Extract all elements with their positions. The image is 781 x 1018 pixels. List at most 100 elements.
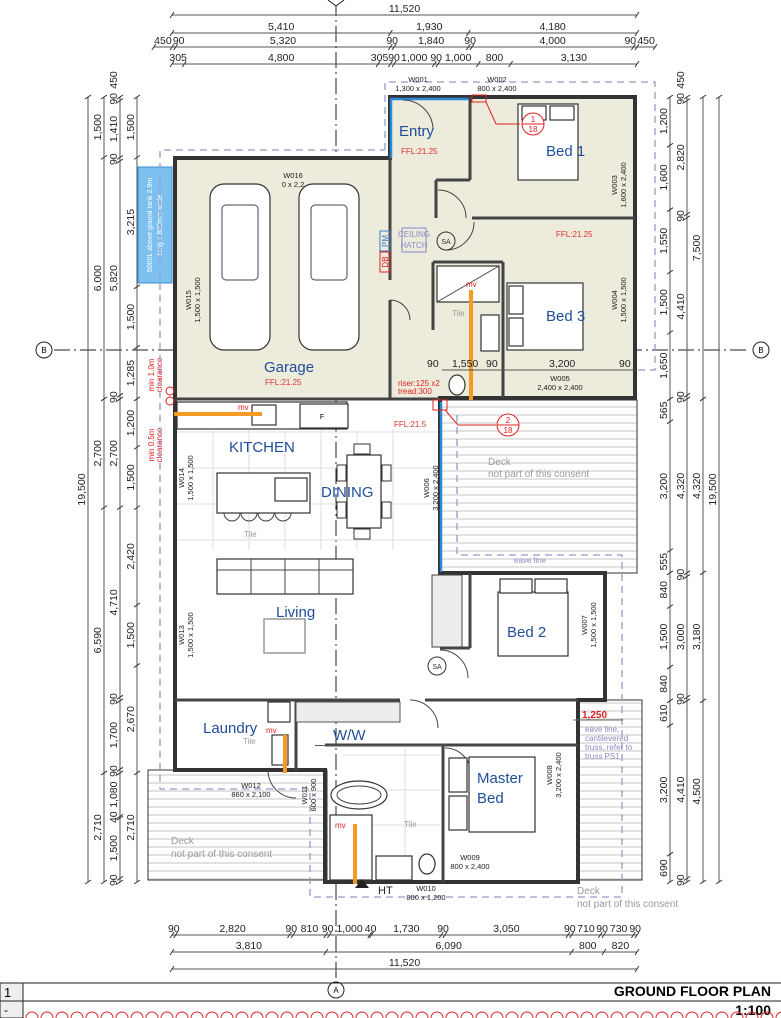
window-size: 600 x 900 <box>309 779 318 812</box>
dimension-label: 90 <box>168 923 180 935</box>
dimension-label: 90 <box>108 153 120 165</box>
dimension-tick <box>630 43 636 51</box>
dimension-label: 4,320 <box>691 473 703 499</box>
dimension-tick <box>367 931 373 939</box>
dimension-tick <box>666 722 674 728</box>
dimension-tick <box>133 505 141 511</box>
revision-cloud-arc <box>325 1011 339 1018</box>
dimension-tick <box>84 94 92 100</box>
dimension-label: 11,520 <box>389 3 420 15</box>
eave-line <box>159 149 623 898</box>
dimension-label: 11,520 <box>389 957 420 969</box>
glazing-entry <box>389 97 472 158</box>
dimension-label: 90 <box>596 923 608 935</box>
dimension-label: 710 <box>577 923 595 935</box>
bathtub-inner <box>336 785 382 805</box>
revision-cloud-arc <box>220 1011 234 1018</box>
dimension-tick <box>181 60 187 68</box>
tile-label: Tile <box>244 530 257 539</box>
revision-cloud-arc <box>625 1011 639 1018</box>
dimension-tick <box>116 766 124 772</box>
svg-text:B: B <box>41 346 46 355</box>
dimension-tick <box>666 851 674 857</box>
window-id: W012 <box>241 781 261 790</box>
dimension-label: 1,650 <box>658 352 670 378</box>
dimension-tick <box>666 94 674 100</box>
grid-marker-b-left: B <box>35 341 53 359</box>
range-hood-duct <box>174 412 262 416</box>
ensuite-vanity <box>375 855 413 881</box>
view-number: 1 <box>4 985 11 1000</box>
window-id: W010 <box>416 884 436 893</box>
dimension-tick <box>683 94 691 100</box>
room-label-entry: Entry <box>399 123 435 140</box>
dimension-tick <box>601 948 607 956</box>
dimension-tick <box>438 931 444 939</box>
revision-cloud-arc <box>85 1011 99 1018</box>
dimension-tick <box>634 931 640 939</box>
gas-bottle-icon <box>165 396 175 406</box>
dimension-label: 1,080 <box>108 781 120 807</box>
window-id: W009 <box>460 853 480 862</box>
dimension-label: 1,700 <box>108 722 120 748</box>
revision-cloud-arc <box>730 1011 744 1018</box>
dimension-tick <box>699 879 707 885</box>
fridge-label: F <box>320 414 324 421</box>
dimension-label: 3,215 <box>125 209 137 235</box>
window-id: W004 <box>610 290 619 310</box>
dimension-tick <box>634 29 640 37</box>
dimension-label: 1,500 <box>658 624 670 650</box>
dimension-label: 1,550 <box>452 358 478 370</box>
laundry-appliance <box>267 701 291 723</box>
dimension-label: 1,500 <box>658 289 670 315</box>
ensuite-duct <box>353 824 357 884</box>
dimension-label: 3,000 <box>675 624 687 650</box>
window-id: W015 <box>184 290 193 310</box>
revision-cloud-arc <box>505 1011 519 1018</box>
revision-cloud-arc <box>100 1011 114 1018</box>
revision-cloud-arc <box>580 1011 594 1018</box>
dimension-tick <box>699 570 707 576</box>
dimension-tick <box>116 694 124 700</box>
dimension-label: 4,800 <box>268 52 294 64</box>
pm-label: PM <box>381 235 390 247</box>
dimension-tick <box>699 698 707 704</box>
dimension-label: 90 <box>108 874 120 886</box>
laundry-duct <box>283 735 287 773</box>
dimension-label: 610 <box>658 704 670 722</box>
dimension-tick <box>116 505 124 511</box>
ensuite-toilet <box>418 853 436 875</box>
dimension-tick <box>290 931 296 939</box>
dimension-tick <box>683 879 691 885</box>
dimension-tick <box>169 43 175 51</box>
dimension-label: 1,840 <box>418 35 444 47</box>
section-marker-2: 2 18 <box>432 399 520 437</box>
window-size: 1,500 x 1,500 <box>186 612 195 657</box>
db-box <box>379 251 391 273</box>
dimension-label: 1,500 <box>92 114 104 140</box>
dimension-tick <box>116 94 124 100</box>
room-label-laundry: Laundry <box>203 720 258 737</box>
window-id: W006 <box>422 478 431 498</box>
dimension-label: 4,710 <box>108 589 120 615</box>
car-left <box>209 183 271 351</box>
window-id: W016 <box>283 171 303 180</box>
window-size: 2,400 x 2,400 <box>537 383 582 392</box>
dimension-tick <box>84 879 92 885</box>
dimension-tick <box>666 664 674 670</box>
deck-label: Deck <box>171 836 195 847</box>
wardrobe-shelves-lower <box>315 745 443 746</box>
dimension-label: 305 <box>371 52 389 64</box>
master-bed <box>448 756 536 833</box>
